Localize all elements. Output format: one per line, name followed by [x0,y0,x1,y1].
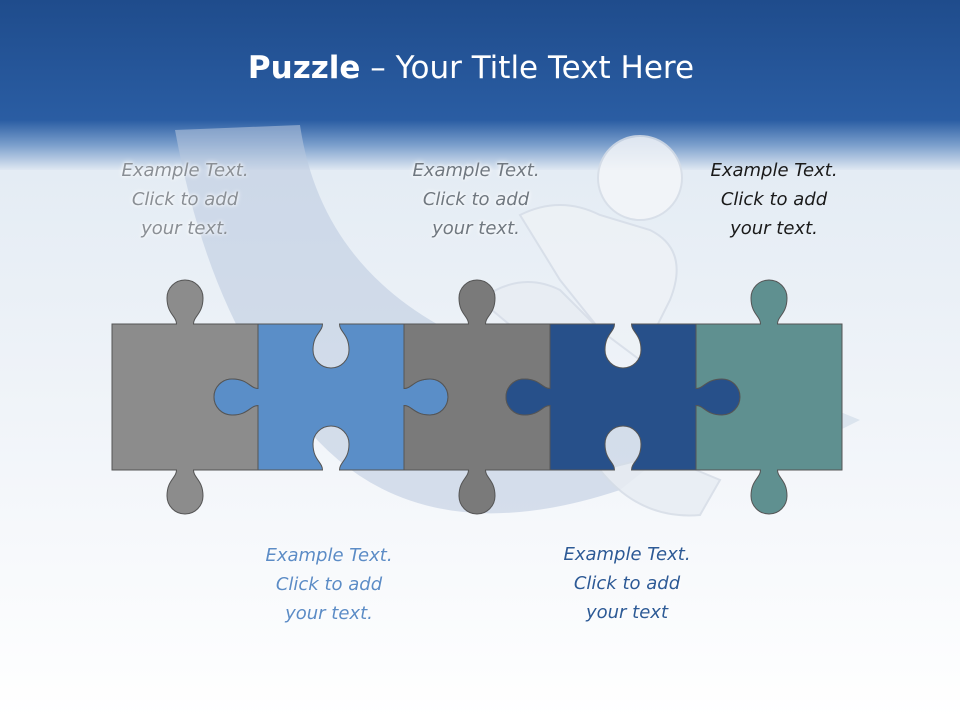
caption-line: Click to add [573,573,681,594]
caption-line: your text [585,602,669,623]
caption-line: Click to add [422,189,530,210]
caption-1[interactable]: Example Text. Click to add your text. [85,156,285,243]
caption-line: Example Text. [265,545,393,566]
puzzle-piece-teal[interactable] [695,279,843,515]
title-bold: Puzzle [247,50,361,86]
caption-4[interactable]: Example Text. Click to add your text. [229,541,429,628]
caption-line: Click to add [275,574,383,595]
caption-line: your text. [432,218,520,239]
caption-5[interactable]: Example Text. Click to add your text [527,540,727,627]
caption-line: your text. [730,218,818,239]
caption-line: Example Text. [412,160,540,181]
caption-2[interactable]: Example Text. Click to add your text. [376,156,576,243]
caption-line: Click to add [131,189,239,210]
background-figure [478,135,722,517]
page-title: Puzzle – Your Title Text Here [0,50,942,86]
caption-3[interactable]: Example Text. Click to add your text. [674,156,874,243]
caption-line: your text. [285,603,373,624]
caption-line: Example Text. [563,544,691,565]
caption-line: Click to add [720,189,828,210]
caption-line: your text. [141,218,229,239]
title-rest: – Your Title Text Here [360,50,695,86]
caption-line: Example Text. [121,160,249,181]
header-band [0,0,960,170]
caption-line: Example Text. [710,160,838,181]
